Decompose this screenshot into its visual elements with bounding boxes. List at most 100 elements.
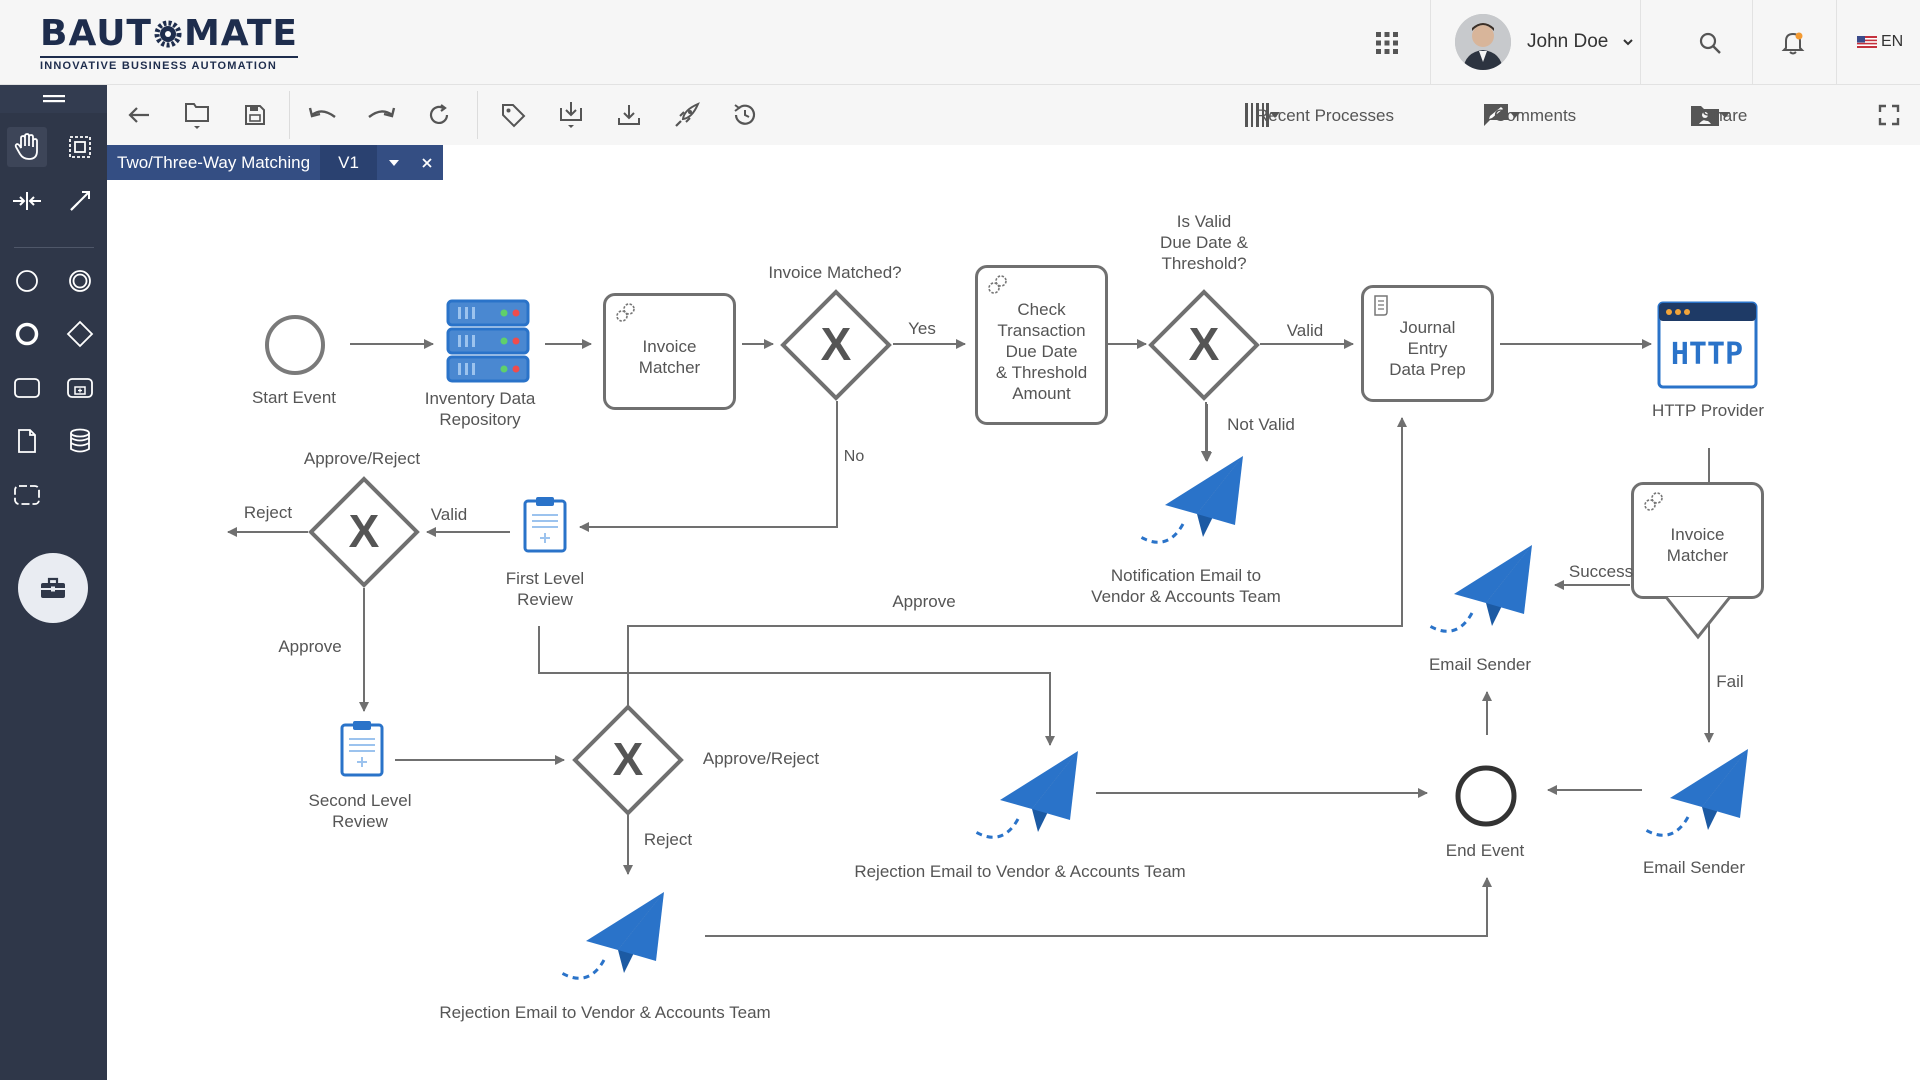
download-button[interactable] bbox=[611, 97, 647, 133]
paper-plane-icon[interactable] bbox=[1424, 542, 1536, 645]
space-tool-button[interactable] bbox=[7, 181, 47, 221]
barcode-icon bbox=[1245, 103, 1269, 127]
folder-open-icon bbox=[185, 103, 209, 129]
lasso-select-icon bbox=[69, 136, 91, 158]
no-label: No bbox=[843, 448, 865, 465]
group-tool[interactable] bbox=[7, 475, 47, 515]
script-icon bbox=[1374, 295, 1388, 316]
brand-logo[interactable]: BAUT MATE INNOVATIVE BUSINESS AUTOMATION bbox=[40, 13, 299, 72]
share-label: Share bbox=[1702, 105, 1748, 125]
data-store-tool[interactable] bbox=[60, 421, 100, 461]
open-folder-button[interactable] bbox=[179, 97, 215, 133]
toolbox-button[interactable] bbox=[18, 553, 88, 623]
connect-tool-button[interactable] bbox=[60, 181, 100, 221]
paper-plane-icon[interactable] bbox=[556, 889, 668, 992]
rocket-icon bbox=[675, 102, 700, 127]
recent-processes-dropdown[interactable]: Recent Processes bbox=[1244, 99, 1394, 131]
clipboard-task-icon[interactable] bbox=[523, 495, 567, 553]
gateway-tool[interactable] bbox=[60, 314, 100, 354]
valid-label: Valid bbox=[430, 505, 468, 524]
back-button[interactable] bbox=[121, 97, 157, 133]
fullscreen-icon bbox=[1878, 104, 1900, 126]
hamburger-icon bbox=[42, 95, 65, 103]
fail-label: Fail bbox=[1716, 672, 1744, 691]
share-dropdown[interactable]: Share bbox=[1690, 99, 1747, 131]
start-event-tool[interactable] bbox=[7, 261, 47, 301]
search-button[interactable] bbox=[1695, 28, 1725, 58]
language-label: EN bbox=[1881, 33, 1904, 50]
paper-plane-icon[interactable] bbox=[970, 748, 1082, 851]
caret-down-icon bbox=[1510, 112, 1520, 118]
refresh-button[interactable] bbox=[421, 97, 457, 133]
hand-tool-button[interactable] bbox=[7, 127, 47, 167]
tag-button[interactable] bbox=[495, 97, 531, 133]
undo-button[interactable] bbox=[305, 97, 341, 133]
header-divider bbox=[1430, 0, 1431, 85]
process-tab-name[interactable]: Two/Three-Way Matching bbox=[107, 145, 321, 180]
redo-button[interactable] bbox=[363, 97, 399, 133]
lasso-tool-button[interactable] bbox=[60, 127, 100, 167]
subprocess-tool[interactable] bbox=[60, 368, 100, 408]
close-icon bbox=[421, 157, 432, 168]
caret-down-icon bbox=[1270, 112, 1280, 118]
is-valid-gateway[interactable]: X bbox=[1148, 289, 1260, 401]
clipboard-task-icon[interactable] bbox=[340, 719, 384, 777]
start-event-label: Start Event bbox=[251, 388, 337, 407]
svg-text:X: X bbox=[613, 733, 644, 785]
user-menu[interactable]: John Doe bbox=[1455, 14, 1634, 70]
process-version[interactable]: V1 bbox=[320, 145, 378, 180]
svg-text:X: X bbox=[821, 318, 852, 370]
http-provider-label: HTTP Provider bbox=[1651, 401, 1765, 420]
comments-dropdown[interactable]: Comments bbox=[1482, 99, 1576, 131]
notifications-button[interactable] bbox=[1778, 28, 1808, 58]
editor-toolbar: Recent Processes Comments Share bbox=[107, 85, 1920, 145]
http-provider-icon[interactable]: HTTP bbox=[1657, 301, 1758, 389]
save-button[interactable] bbox=[237, 97, 273, 133]
service-gear-icon bbox=[616, 303, 635, 322]
svg-text:X: X bbox=[1189, 318, 1220, 370]
email-sender-2-label: Email Sender bbox=[1642, 858, 1746, 877]
task-tool[interactable] bbox=[7, 368, 47, 408]
data-object-tool[interactable] bbox=[7, 421, 47, 461]
hand-icon bbox=[14, 133, 38, 160]
paper-plane-icon[interactable] bbox=[1640, 746, 1752, 849]
data-object-icon bbox=[18, 429, 36, 453]
svg-text:X: X bbox=[349, 505, 380, 557]
toolbox-icon bbox=[41, 577, 65, 598]
version-dropdown-button[interactable] bbox=[377, 145, 411, 180]
approve-reject-2-gateway[interactable]: X bbox=[572, 704, 684, 816]
approve-reject-gateway[interactable]: X bbox=[308, 476, 420, 588]
approve-label: Approve bbox=[278, 637, 342, 656]
start-event-node[interactable] bbox=[262, 312, 328, 378]
fullscreen-button[interactable] bbox=[1871, 97, 1907, 133]
intermediate-event-tool[interactable] bbox=[60, 261, 100, 301]
history-button[interactable] bbox=[727, 97, 763, 133]
download-icon bbox=[618, 105, 640, 125]
language-selector[interactable]: EN bbox=[1857, 33, 1903, 51]
end-event-tool[interactable] bbox=[7, 314, 47, 354]
end-event-node[interactable] bbox=[1453, 763, 1519, 829]
recent-processes-label: Recent Processes bbox=[1256, 105, 1394, 125]
database-server-icon[interactable] bbox=[446, 299, 530, 383]
success-label: Success bbox=[1568, 562, 1634, 581]
logo-gear-icon bbox=[154, 20, 182, 48]
intermediate-event-icon bbox=[69, 270, 91, 292]
sidebar-menu-toggle[interactable] bbox=[0, 85, 107, 113]
paper-plane-icon[interactable] bbox=[1135, 453, 1247, 556]
deploy-button[interactable] bbox=[669, 97, 705, 133]
import-button[interactable] bbox=[553, 97, 589, 133]
gateway-question-label: Invoice Matched? bbox=[768, 263, 902, 282]
invoice-matched-gateway[interactable]: X bbox=[780, 289, 892, 401]
header-divider bbox=[1640, 0, 1641, 85]
process-tab[interactable]: Two/Three-Way Matching V1 bbox=[107, 145, 444, 180]
close-tab-button[interactable] bbox=[410, 145, 444, 180]
boundary-marker-icon bbox=[1664, 596, 1732, 640]
apps-grid-button[interactable] bbox=[1372, 28, 1402, 58]
